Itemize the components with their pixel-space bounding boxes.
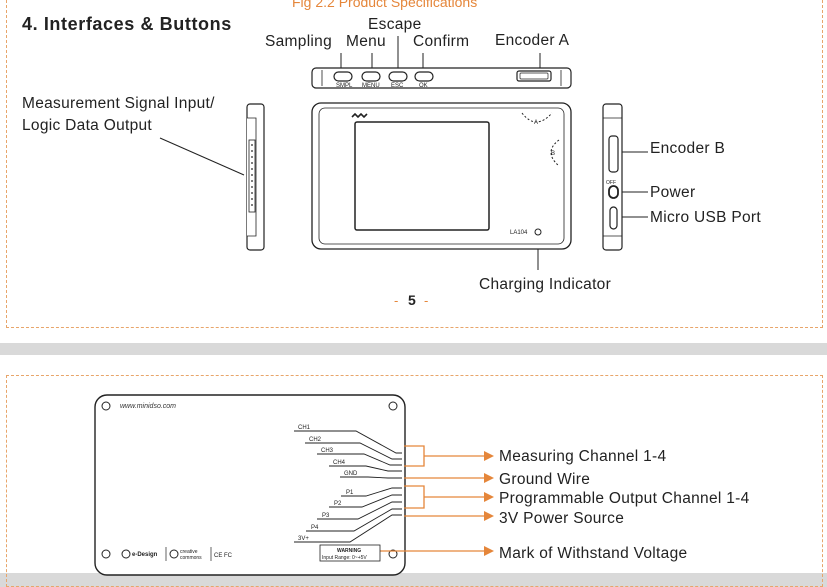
label-power: Power <box>650 184 696 201</box>
label-programmable-output: Programmable Output Channel 1-4 <box>499 490 750 507</box>
page-number-dash-right: - <box>424 293 429 308</box>
ok-button-shape <box>414 71 434 82</box>
pin-label: 3V+ <box>298 536 309 542</box>
smpl-button-shape <box>333 71 353 82</box>
mark-smpl: SMPL <box>336 83 353 89</box>
creative-commons-icon <box>169 549 179 559</box>
power-switch-shape <box>608 185 619 199</box>
back-url: www.minidso.com <box>120 403 176 410</box>
section-title: 4. Interfaces & Buttons <box>22 14 232 34</box>
arrow-heads <box>484 451 494 556</box>
device-back-diagram: www.minidso.com CH1 CH2 CH3 CH4 GND P1 P… <box>94 394 494 576</box>
label-measurement-line1: Measurement Signal Input/ <box>22 95 215 112</box>
encoder-b-indicator <box>550 139 560 167</box>
mark-encoder-b: B <box>551 151 555 157</box>
pin-labels: CH1 CH2 CH3 CH4 GND P1 P2 P3 P4 3V+ <box>298 425 358 542</box>
warning-range: Input Range: 0~+5V <box>322 555 367 561</box>
mark-menu: MENU <box>362 83 380 89</box>
usb-port-shape <box>609 206 618 230</box>
pin-label: GND <box>344 471 358 477</box>
figure-caption: Fig 2.2 Product Specifications <box>292 0 478 10</box>
header-pins <box>251 144 253 206</box>
pin-label: P1 <box>346 490 354 496</box>
pin-label: CH2 <box>309 437 322 443</box>
label-sampling: Sampling <box>265 33 333 50</box>
mark-esc: ESC <box>391 83 404 89</box>
mark-model: LA104 <box>510 230 528 236</box>
label-measurement-line2: Logic Data Output <box>22 117 153 134</box>
pin-label: CH3 <box>321 448 334 454</box>
label-ground-wire: Ground Wire <box>499 471 591 488</box>
brand-edesign: e-Design <box>132 552 158 558</box>
mark-encoder-a: A <box>534 120 538 126</box>
device-left-side <box>246 103 265 251</box>
menu-button-shape <box>361 71 381 82</box>
manual-page-top: Fig 2.2 Product Specifications 4. Interf… <box>0 0 827 343</box>
mark-ok: OK <box>419 83 428 89</box>
page-frame-top <box>6 0 823 328</box>
manual-page-bottom: Measuring Channel 1-4 Ground Wire Progra… <box>0 355 827 587</box>
device-diagram-top: SMPL MENU ESC OK A B <box>159 36 648 270</box>
esc-button-shape <box>388 71 408 82</box>
device-right-side <box>602 103 623 251</box>
brand-cc-line2: commons <box>180 555 202 561</box>
mark-switch-off: OFF <box>606 180 616 186</box>
warning-title: WARNING <box>337 548 361 554</box>
pin-label: CH1 <box>298 425 311 431</box>
page-number-dash-left: - <box>394 293 399 308</box>
label-confirm: Confirm <box>413 33 470 50</box>
label-charging-indicator: Charging Indicator <box>479 276 612 293</box>
label-escape: Escape <box>368 16 422 33</box>
encoder-b-shape <box>608 135 619 173</box>
encoder-a-indicator <box>521 112 553 123</box>
pin-label: P2 <box>334 501 342 507</box>
brand-cc-line1: creative <box>180 549 198 555</box>
pin-leads <box>294 430 402 543</box>
label-encoder-b: Encoder B <box>650 140 726 157</box>
page-number: 5 <box>408 292 416 308</box>
brand-wave-logo <box>351 112 368 119</box>
warning-box <box>319 544 381 562</box>
label-power-source: 3V Power Source <box>499 510 625 527</box>
label-measuring-channels: Measuring Channel 1-4 <box>499 448 667 465</box>
device-front <box>311 102 572 250</box>
charging-led-shape <box>534 228 542 236</box>
label-menu: Menu <box>346 33 386 50</box>
label-encoder-a: Encoder A <box>495 32 570 49</box>
annotation-arrows <box>380 445 484 552</box>
device-top-edge <box>311 67 572 89</box>
pin-label: P4 <box>311 525 319 531</box>
mounting-holes <box>101 401 398 559</box>
label-micro-usb: Micro USB Port <box>650 209 761 226</box>
brand-ce-fc: CE FC <box>214 553 233 559</box>
label-withstand-voltage: Mark of Withstand Voltage <box>499 545 688 562</box>
pin-label: P3 <box>322 513 330 519</box>
lcd-screen <box>354 121 490 231</box>
edesign-logo-icon <box>121 549 131 559</box>
pin-label: CH4 <box>333 460 346 466</box>
